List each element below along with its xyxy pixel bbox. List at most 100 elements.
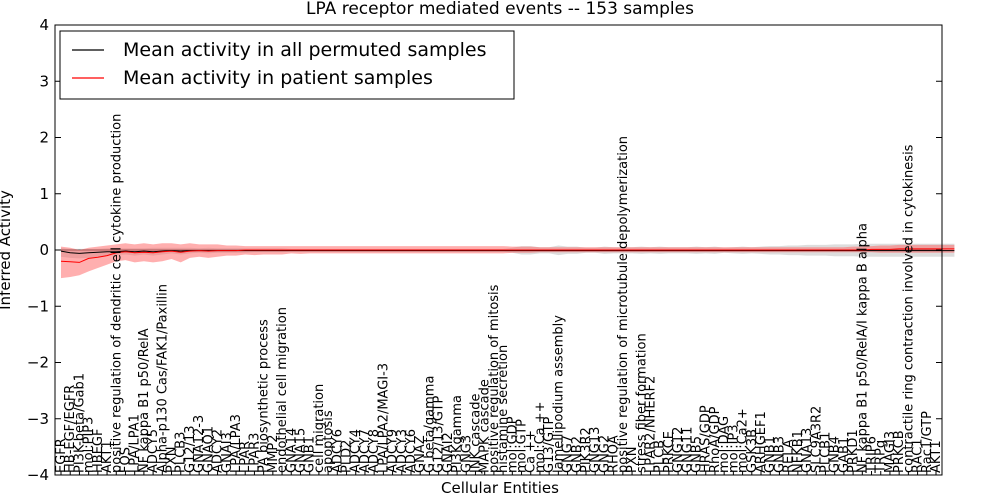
x-tick-label: LPA/LPA1: [128, 414, 143, 473]
y-tick-label: 2: [39, 129, 49, 147]
x-tick-label: SLC9A3R2: [809, 406, 824, 473]
x-tick-label: NF kappa B1 p50/RelA: [137, 328, 152, 473]
x-tick-label: AKT1: [100, 440, 115, 473]
x-tick-label: TRIP6: [865, 436, 880, 474]
x-tick-label: GNG3: [459, 435, 474, 473]
x-tick-label: GSK3B: [745, 429, 760, 473]
x-tick-label: GNB2: [570, 436, 585, 473]
y-tick-label: 1: [39, 185, 49, 203]
x-tick-label: MMP2: [266, 434, 281, 473]
x-tick-label: HRAS/GDP: [699, 405, 714, 473]
x-tick-label: PLCB3: [174, 432, 189, 473]
x-tick-label: LPAR: [238, 441, 253, 473]
x-tick-label: GNAZ: [413, 435, 428, 473]
y-tick-label: 3: [39, 72, 49, 90]
x-tick-label: PLD2: [340, 440, 355, 473]
x-tick-label: lamellipodium assembly: [551, 315, 566, 473]
legend-box: [59, 30, 515, 100]
x-tick-label: RAC1: [911, 438, 926, 473]
x-tick-label: GNB1: [763, 436, 778, 473]
x-tick-label: PA biosynthetic process: [257, 319, 272, 473]
x-tick-label: HBEGF: [91, 429, 106, 473]
x-tick-label: Alpha-p130 Cas/FAK1/Paxillin: [155, 284, 170, 473]
x-tick-label: MAPK cascade: [478, 379, 493, 473]
x-tick-label: apoptosis: [321, 410, 336, 473]
x-tick-label: mol:DAG: [717, 416, 732, 473]
x-tick-label: ARHGEF1: [754, 411, 769, 473]
x-tick-label: RELA: [782, 439, 797, 473]
x-tick-label: contractile ring contraction involved in…: [901, 144, 916, 473]
x-tick-label: ADCY2: [211, 429, 226, 473]
x-tick-label: stress fiber formation: [634, 333, 649, 473]
x-tick-label: ADCY7: [358, 429, 373, 473]
x-tick-label: AKT1: [929, 440, 944, 473]
x-tick-label: ADCY8: [367, 429, 382, 473]
x-tick-label: G beta/gamma: [422, 376, 437, 473]
x-tick-label: cell migration: [312, 384, 327, 473]
x-tick-label: positive regulation of microtubule depol…: [616, 136, 631, 473]
x-tick-label: ADCY4: [349, 429, 364, 473]
x-tick-label: GNA12-3: [192, 415, 207, 473]
x-tick-label: NF kappa B1 p50/RelA/I kappa B alpha: [855, 223, 870, 473]
x-tick-label: GNG2: [597, 435, 612, 473]
x-tick-label: GNA15: [294, 428, 309, 473]
y-tick-label: 0: [39, 241, 49, 259]
x-tick-label: GNB5: [690, 436, 705, 473]
x-tick-label: GNG11: [680, 427, 695, 473]
line-series-2: [60, 248, 955, 263]
x-tick-label: ADCY5: [146, 429, 161, 473]
x-tick-label: mol:GTP: [515, 419, 530, 473]
x-tick-label: GNG7: [561, 435, 576, 473]
x-tick-label: LPA/LPA2/MAGI-3: [376, 363, 391, 473]
x-tick-label: mol:GDP: [505, 416, 520, 473]
x-tick-label: mol:Ca2+: [736, 408, 751, 473]
x-tick-label: histamine secretion: [496, 345, 511, 473]
x-tick-label: JNK cascade: [469, 394, 484, 474]
x-tick-label: positive regulation of dendritic cell cy…: [109, 114, 124, 473]
x-tick-label: PLCB: [653, 440, 668, 473]
y-tick-label: −1: [27, 297, 49, 315]
x-tick-label: PRKCE: [662, 431, 677, 473]
x-tick-label: GNB4: [828, 436, 843, 473]
x-tick-label: GNAI2: [441, 432, 456, 473]
x-tick-label: PLCB1: [819, 432, 834, 473]
x-tick-label: PRKCB: [892, 430, 907, 473]
x-tick-label: RhoA/GDP: [708, 406, 723, 473]
x-tick-label: ADCY6: [330, 429, 345, 473]
x-tick-label: GNG13: [588, 427, 603, 473]
legend: Mean activity in all permuted samplesMea…: [59, 30, 515, 100]
y-tick-label: −4: [27, 466, 49, 484]
x-tick-label: ADCY9: [386, 429, 401, 473]
legend-label-1: Mean activity in all permuted samples: [123, 39, 486, 61]
x-tick-label: GNG12: [671, 427, 686, 473]
x-tick-label: PXN: [625, 447, 640, 473]
legend-label-2: Mean activity in patient samples: [123, 67, 433, 89]
x-tick-label: LPAR2/NHERF2: [644, 376, 659, 473]
x-tick-label: positive regulation of mitosis: [487, 284, 502, 473]
x-tick-label: HB-EGF/EGFR: [63, 385, 78, 473]
x-tick-label: ADCY6: [404, 429, 419, 473]
x-tick-label: MAGI3: [883, 431, 898, 473]
x-tick-label: PXN: [165, 447, 180, 473]
x-tick-label: GNAQ1: [201, 426, 216, 473]
x-tick-label: mol:Ca ++: [533, 401, 548, 473]
x-tick-label: TRPg: [874, 440, 889, 474]
x-tick-label: RHOA: [607, 435, 622, 473]
band-series-2: [61, 243, 955, 279]
plot-area: −4−3−2−101234EGFRHB-EGF/EGFRPI3K-beta/Ga…: [27, 16, 955, 484]
x-tick-label: mol:PIP3: [82, 417, 97, 473]
x-tick-label: PRKD1: [846, 429, 861, 473]
x-tick-label: EGFR: [54, 438, 69, 473]
x-tick-label: Rac1/GTP: [920, 411, 935, 473]
y-tick-label: −2: [27, 354, 49, 372]
x-tick-label: G12/13: [183, 425, 198, 473]
x-tick-label: LPAR3: [247, 433, 262, 473]
x-tick-label: PI3K-beta/Gab1: [72, 373, 87, 473]
x-tick-label: LPA/LPA3: [229, 414, 244, 473]
x-axis-label: Cellular Entities: [441, 479, 559, 497]
y-axis-label: Inferred Activity: [0, 190, 14, 310]
x-tick-label: endothelial cell migration: [275, 307, 290, 473]
y-tick-label: 4: [39, 16, 49, 34]
x-tick-label: Ca ++: [524, 430, 539, 473]
